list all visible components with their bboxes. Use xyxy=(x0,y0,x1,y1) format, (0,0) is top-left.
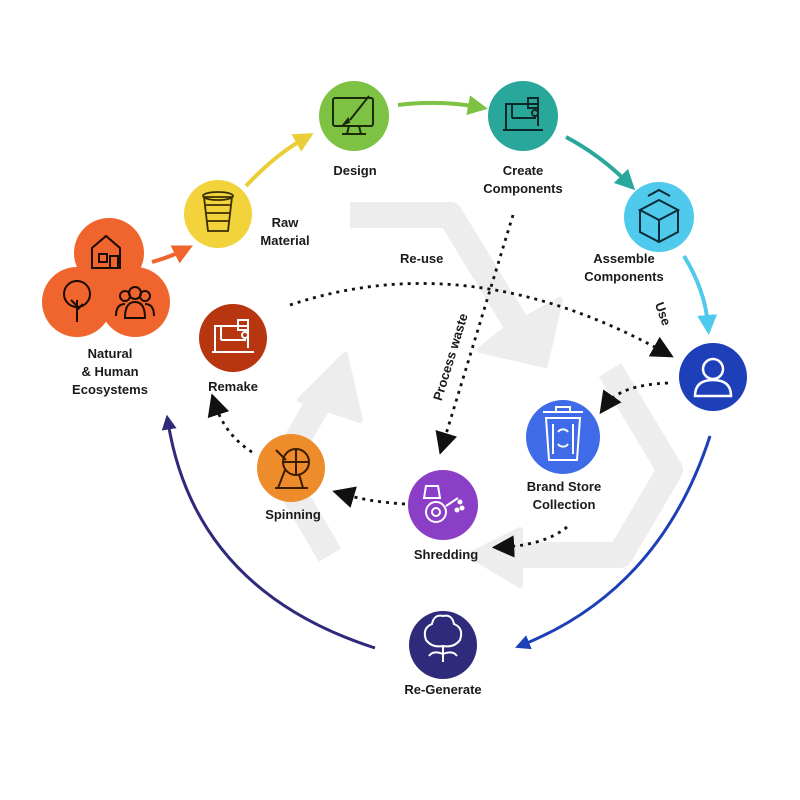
brand-store-collection-label: Brand Store Collection xyxy=(508,478,620,514)
assemble-components-line1: Assemble xyxy=(593,251,655,266)
spinning-label: Spinning xyxy=(250,506,336,524)
ecosystems-line1: Natural xyxy=(87,346,133,361)
user-node xyxy=(679,343,747,411)
brand-store-collection-node xyxy=(526,400,600,474)
arrow-design-to-create xyxy=(397,95,488,116)
arrow-ecosystem-to-raw xyxy=(151,245,193,264)
raw-material-label: Raw Material xyxy=(253,214,317,250)
shredder-icon xyxy=(422,485,465,523)
create-components-line1: Create xyxy=(502,163,544,178)
reuse-arrow-label: Re-use xyxy=(400,251,444,266)
raw-material-line1: Raw xyxy=(271,215,299,230)
shredding-node xyxy=(408,470,478,540)
arrow-reuse xyxy=(289,282,674,358)
tree-icon xyxy=(63,280,91,322)
remake-sewing-machine-icon xyxy=(212,319,254,353)
shredding-label-text: Shredding xyxy=(413,547,479,562)
design-node xyxy=(319,81,389,151)
natural-human-ecosystems-node xyxy=(42,218,170,337)
natural-human-ecosystems-label: Natural & Human Ecosystems xyxy=(60,345,160,399)
raw-material-node xyxy=(184,180,252,248)
spinning-wheel-icon xyxy=(275,448,310,489)
raw-material-line2: Material xyxy=(260,233,310,248)
re-generate-node xyxy=(409,611,477,679)
assemble-components-label: Assemble Components xyxy=(569,250,679,286)
remake-node xyxy=(199,304,267,372)
spinning-node xyxy=(257,434,325,502)
sewing-machine-icon xyxy=(503,97,543,131)
assemble-components-line2: Components xyxy=(584,269,664,284)
brand-store-line2: Collection xyxy=(532,497,596,512)
remake-label: Remake xyxy=(195,378,271,396)
ecosystems-line3: Ecosystems xyxy=(72,382,148,397)
design-monitor-icon xyxy=(332,95,374,135)
arrow-raw-to-design xyxy=(244,133,314,188)
create-components-node xyxy=(488,81,558,151)
remake-label-text: Remake xyxy=(208,379,258,394)
arrow-regenerate-to-ecosystem xyxy=(161,414,376,650)
ecosystems-line2: & Human xyxy=(81,364,139,379)
arrow-user-to-store xyxy=(599,381,669,415)
re-generate-label-text: Re-Generate xyxy=(404,682,482,697)
house-icon xyxy=(91,234,121,269)
create-components-label: Create Components xyxy=(468,162,578,198)
arrow-spinning-to-remake xyxy=(207,393,253,454)
brand-store-line1: Brand Store xyxy=(526,479,602,494)
arrow-assemble-to-user xyxy=(682,254,718,335)
arrow-create-to-assemble xyxy=(565,135,636,191)
re-generate-label: Re-Generate xyxy=(388,681,498,699)
shredding-label: Shredding xyxy=(398,546,494,564)
assemble-components-node xyxy=(624,182,694,252)
user-icon xyxy=(693,357,733,398)
spinning-label-text: Spinning xyxy=(265,507,321,522)
arrow-shredding-to-spinning xyxy=(332,486,406,508)
box-icon xyxy=(637,188,681,244)
design-label: Design xyxy=(320,162,390,180)
people-icon xyxy=(115,286,155,319)
recycle-bin-icon xyxy=(543,406,583,461)
design-label-text: Design xyxy=(333,163,377,178)
cotton-plant-icon xyxy=(423,614,463,662)
create-components-line2: Components xyxy=(483,181,563,196)
arrow-user-to-regenerate xyxy=(515,435,712,650)
yarn-spool-icon xyxy=(202,191,234,232)
